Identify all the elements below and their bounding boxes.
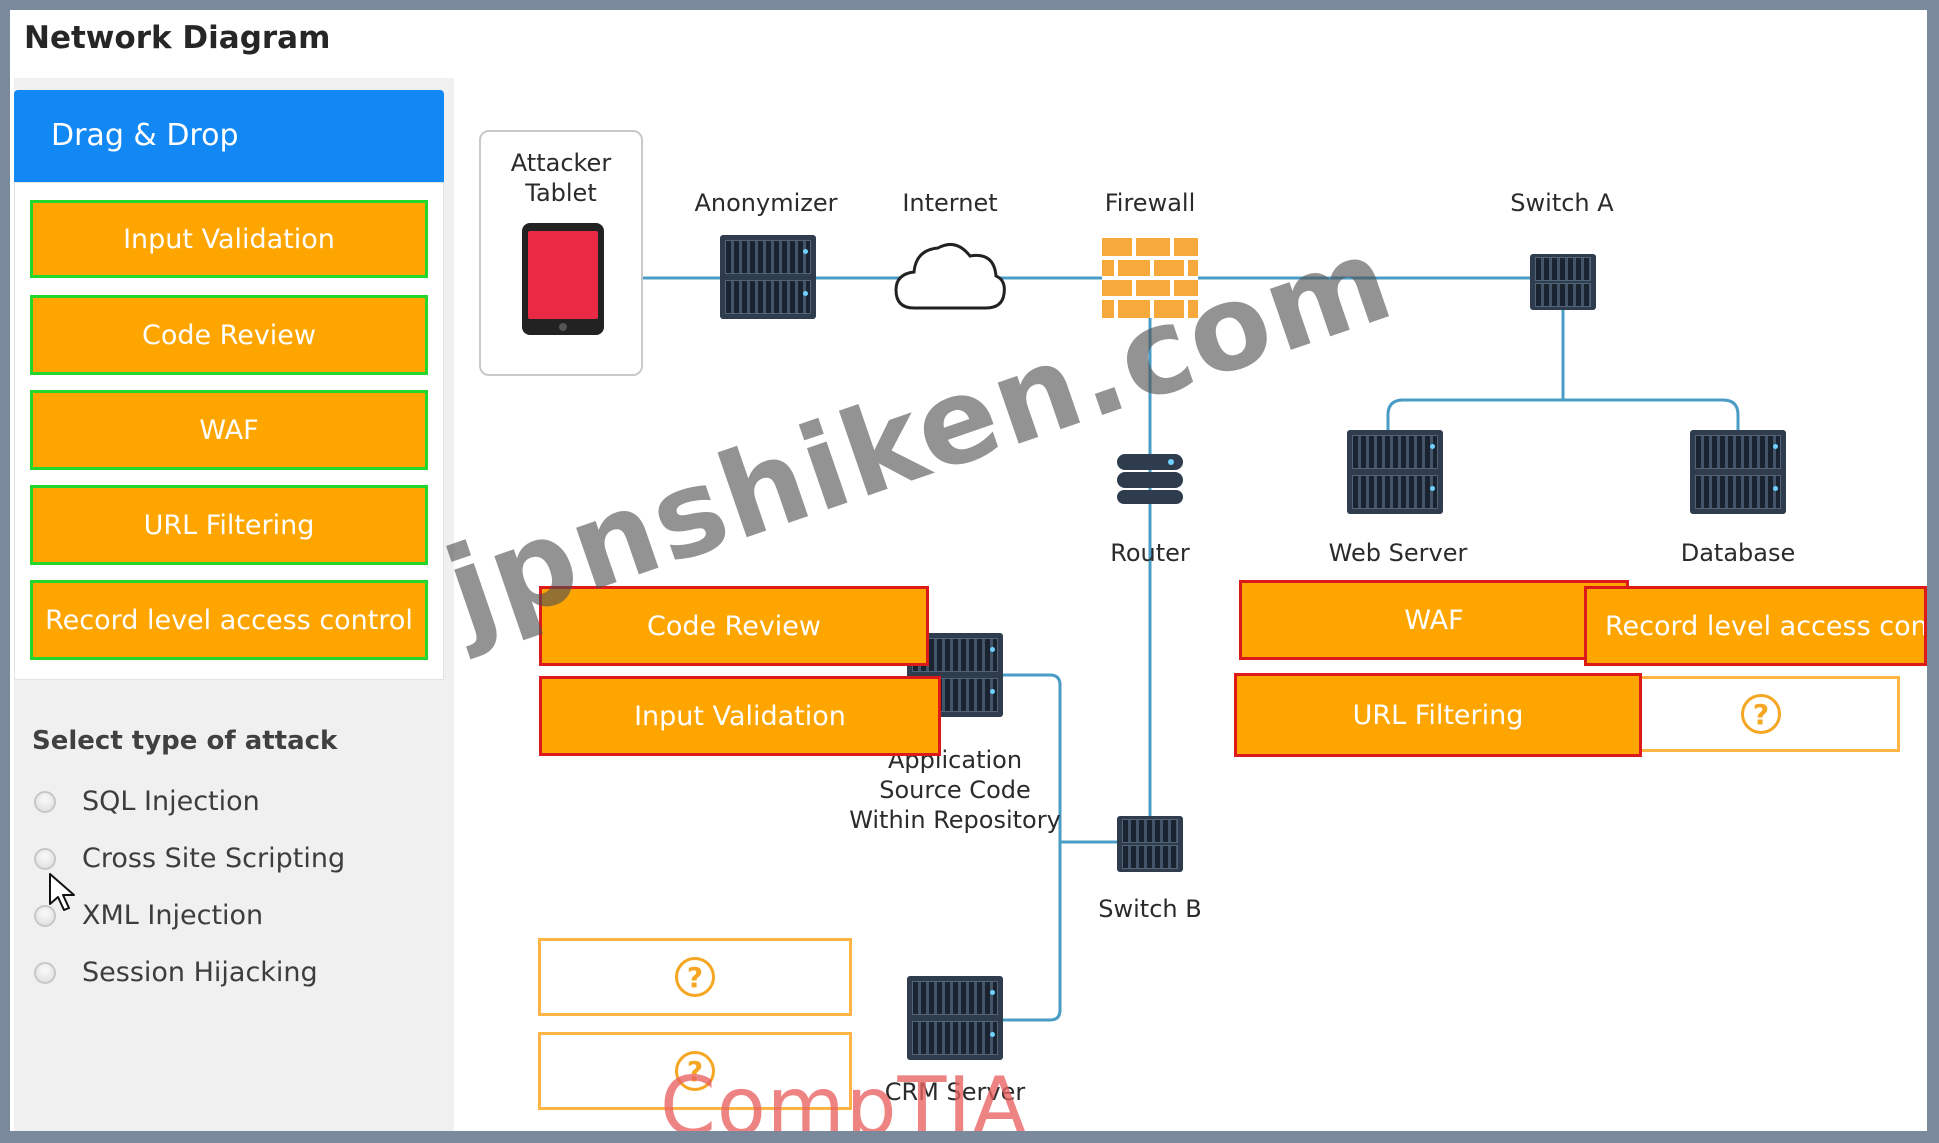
firewall-label: Firewall [1104, 189, 1196, 217]
dropzone-crm-1[interactable]: ? [538, 938, 852, 1016]
page-title: Network Diagram [24, 20, 331, 56]
radio-cross-site-scripting[interactable]: Cross Site Scripting [34, 843, 345, 874]
firewall-icon [1102, 238, 1198, 318]
attack-type-heading: Select type of attack [32, 726, 338, 756]
question-icon: ? [675, 957, 715, 997]
internet-label: Internet [902, 189, 998, 217]
mouse-cursor-icon [49, 873, 75, 911]
anonymizer-server-icon [720, 235, 816, 319]
web-server-label: Web Server [1328, 539, 1468, 567]
web-server-icon [1347, 430, 1443, 514]
network-links [643, 276, 1740, 1022]
radio-xml-injection[interactable]: XML Injection [34, 900, 263, 931]
link-app-crm [995, 673, 1062, 1022]
tile-waf[interactable]: WAF [30, 390, 428, 470]
tile-input-validation[interactable]: Input Validation [30, 200, 428, 278]
placed-url-filtering[interactable]: URL Filtering [1234, 673, 1642, 757]
comptia-logo-text: CompTIA [660, 1060, 1028, 1131]
question-icon: ? [1741, 694, 1781, 734]
drag-drop-palette: Input Validation Code Review WAF URL Fil… [14, 182, 444, 680]
cloud-icon [894, 242, 1006, 310]
anonymizer-label: Anonymizer [694, 189, 838, 217]
switch-b-label: Switch B [1098, 895, 1202, 923]
link-switch-a-servers [1386, 398, 1740, 430]
radio-label: XML Injection [82, 900, 264, 931]
radio-sql-injection[interactable]: SQL Injection [34, 786, 260, 817]
dropzone-database-2[interactable]: ? [1622, 676, 1900, 752]
question-icon: ? [675, 1051, 715, 1091]
dropzone-crm-2[interactable]: ? [538, 1032, 852, 1110]
placed-code-review[interactable]: Code Review [539, 586, 929, 666]
radio-button[interactable] [34, 904, 56, 927]
radio-label: Cross Site Scripting [82, 843, 346, 874]
switch-b-icon [1117, 816, 1183, 872]
radio-label: Session Hijacking [82, 957, 318, 988]
tile-url-filtering[interactable]: URL Filtering [30, 485, 428, 565]
router-icon [1117, 454, 1183, 504]
crm-server-label: CRM Server [884, 1078, 1026, 1106]
radio-button[interactable] [34, 790, 56, 813]
tile-record-level-access-control[interactable]: Record level access control [30, 580, 428, 660]
drag-drop-header: Drag & Drop [14, 90, 444, 182]
placed-input-validation[interactable]: Input Validation [539, 676, 941, 756]
tablet-icon [522, 223, 604, 335]
comptia-logo: CompTIA® [660, 1060, 1043, 1131]
switch-a-label: Switch A [1510, 189, 1614, 217]
radio-button[interactable] [34, 847, 56, 870]
crm-server-icon [907, 976, 1003, 1060]
database-label: Database [1680, 539, 1796, 567]
switch-a-icon [1530, 254, 1596, 310]
database-server-icon [1690, 430, 1786, 514]
tile-code-review[interactable]: Code Review [30, 295, 428, 375]
radio-label: SQL Injection [82, 786, 260, 817]
radio-button[interactable] [34, 961, 56, 984]
radio-session-hijacking[interactable]: Session Hijacking [34, 957, 318, 988]
attacker-tablet-card [479, 130, 643, 376]
app-frame: Network Diagram Drag & Drop Input Valida… [10, 10, 1927, 1131]
placed-waf[interactable]: WAF [1239, 580, 1629, 660]
placed-record-level-access-control[interactable]: Record level access contr [1584, 586, 1927, 666]
router-label: Router [1110, 539, 1190, 567]
